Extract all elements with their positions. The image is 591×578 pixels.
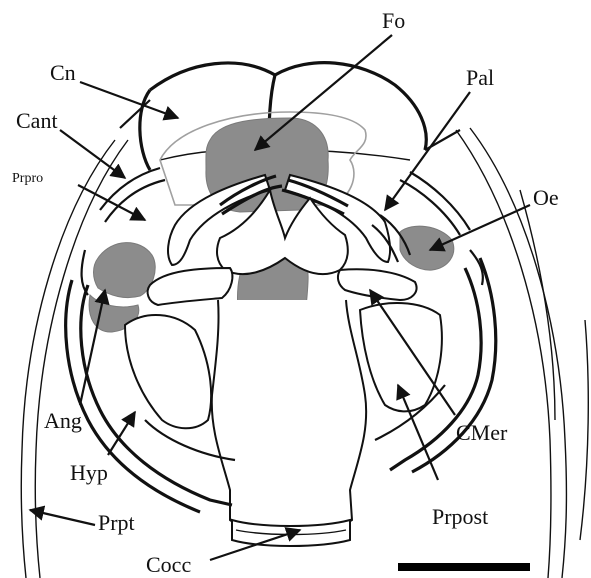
pointer-cant	[60, 130, 125, 178]
scale-bar	[398, 563, 530, 571]
label-pal: Pal	[466, 65, 494, 90]
pointer-hyp	[108, 412, 135, 455]
pointer-pal	[385, 92, 470, 210]
label-hyp: Hyp	[70, 460, 108, 485]
label-prpt: Prpt	[98, 510, 135, 535]
label-cocc: Cocc	[146, 552, 191, 577]
pointer-fo	[255, 35, 392, 150]
pointer-oe	[430, 205, 530, 250]
label-cmer: CMer	[456, 420, 508, 445]
label-oe: Oe	[533, 185, 559, 210]
pointer-cn	[80, 82, 178, 118]
label-fo: Fo	[382, 8, 405, 33]
label-prpro: Prpro	[12, 171, 43, 186]
label-cn: Cn	[50, 60, 76, 85]
label-ang: Ang	[44, 408, 82, 433]
pointer-prpt	[30, 510, 95, 525]
label-cant: Cant	[16, 108, 58, 133]
label-prpost: Prpost	[432, 504, 488, 529]
